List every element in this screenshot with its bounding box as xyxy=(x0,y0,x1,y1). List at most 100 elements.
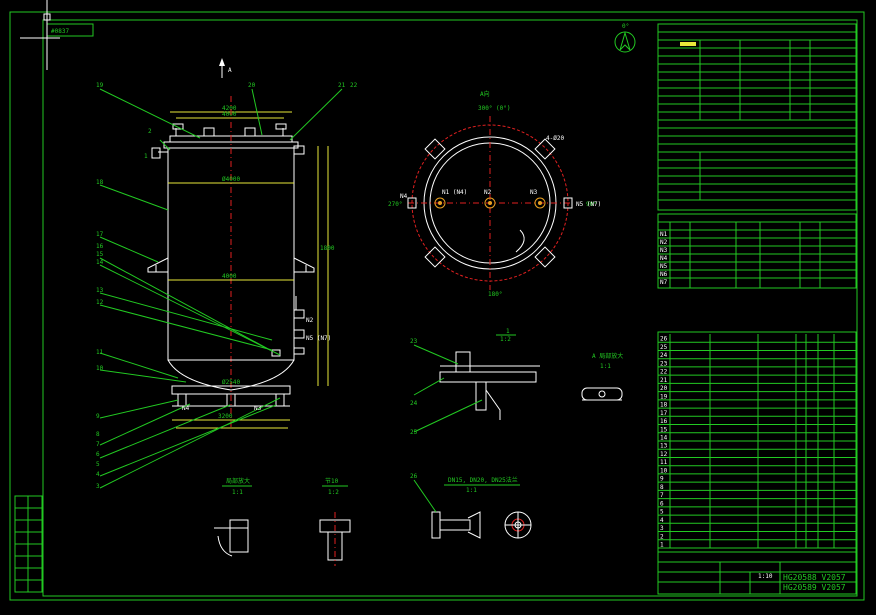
callout-21: 21 xyxy=(338,82,346,89)
parts-row-id: 18 xyxy=(660,402,668,409)
plan-nozzles xyxy=(407,197,573,209)
plan-angle-right: 90° xyxy=(586,201,597,208)
detail-10: 节10 1:2 xyxy=(319,477,351,566)
north-arrow-icon: 0° xyxy=(614,23,636,53)
callout-23: 23 xyxy=(410,338,418,345)
title-scale: 1:10 xyxy=(758,573,773,580)
parts-row-id: 11 xyxy=(660,459,668,466)
sheet-inner-border xyxy=(42,19,858,597)
parts-row-id: 25 xyxy=(660,344,668,351)
plan-nozzle-n3: N3 xyxy=(530,189,538,196)
callout-6: 6 xyxy=(96,451,100,458)
dim-shell-width: 4000 xyxy=(222,273,237,280)
dim-bottom: Ø2540 xyxy=(222,379,240,386)
callout-1: 1 xyxy=(144,153,148,160)
plan-dim-label: 4-Ø20 xyxy=(546,135,564,142)
parts-row-id: 20 xyxy=(660,385,668,392)
detail-flange-scale: 1:1 xyxy=(466,487,477,494)
nozzle-label-n5: N5 (N7) xyxy=(306,335,331,342)
nozzle-label-n3: N3 xyxy=(254,405,262,412)
parts-row-id: 1 xyxy=(660,542,664,549)
plan-nozzle-n1: N1 (N4) xyxy=(442,189,467,196)
callout-4: 4 xyxy=(96,471,100,478)
dim-inner-top: Ø4000 xyxy=(222,176,240,183)
parts-row-id: 26 xyxy=(660,336,668,343)
parts-row-id: 13 xyxy=(660,443,668,450)
parts-row-id: 14 xyxy=(660,435,668,442)
plan-angle-top: 300° (0°) xyxy=(478,105,511,112)
parts-row-id: 22 xyxy=(660,369,668,376)
detail-left: 局部放大 1:1 xyxy=(214,477,252,557)
callout-15: 15 xyxy=(96,251,104,258)
plan-nozzle-n4: N4 xyxy=(400,193,408,200)
stamp-text: #0837 xyxy=(51,28,69,35)
detail-a-title: A 局部放大 xyxy=(592,352,623,360)
sheet-outer-border xyxy=(9,11,865,601)
nozzle-row-n1: N1 xyxy=(660,231,668,238)
callout-24: 24 xyxy=(410,400,418,407)
detail-flange: DN15, DN20, DN25法兰 1:1 26 xyxy=(410,473,532,539)
nozzle-row-n5: N5 xyxy=(660,263,668,270)
parts-row-id: 2 xyxy=(660,533,664,540)
callout-22: 22 xyxy=(350,82,358,89)
callout-7: 7 xyxy=(96,441,100,448)
callout-26: 26 xyxy=(410,473,418,480)
nozzle-row-n7: N7 xyxy=(660,279,668,286)
plan-view-a: A向 300° (0°) 180° 270° 90° N1 (N4) N2 xyxy=(388,90,601,298)
design-data-table xyxy=(657,23,857,211)
callout-25: 25 xyxy=(410,429,418,436)
dim-top-width: 4200 xyxy=(222,105,237,112)
plan-title: A向 xyxy=(480,90,490,98)
callout-18: 18 xyxy=(96,179,104,186)
svg-text:0°: 0° xyxy=(622,23,629,30)
callout-20: 20 xyxy=(248,82,256,89)
callout-19: 19 xyxy=(96,82,104,89)
detail-a-scale: 1:1 xyxy=(600,363,611,370)
parts-row-id: 10 xyxy=(660,467,668,474)
parts-row-id: 23 xyxy=(660,360,668,367)
callout-12: 12 xyxy=(96,299,104,306)
plan-nozzle-n2: N2 xyxy=(484,189,492,196)
callout-13: 13 xyxy=(96,287,104,294)
drawing-number-2: HG20589 V2057 xyxy=(783,583,846,592)
detail-1-label: 1 xyxy=(506,328,510,335)
parts-row-id: 12 xyxy=(660,451,668,458)
detail-a: A 局部放大 1:1 xyxy=(581,352,623,401)
parts-row-id: 17 xyxy=(660,410,668,417)
revision-lines xyxy=(15,496,42,592)
nozzle-row-n4: N4 xyxy=(660,255,668,262)
plan-nozzle-n5: N5 (N7) xyxy=(576,201,601,208)
title-block: 1:10 HG20588 V2057 HG20589 V2057 xyxy=(657,551,857,595)
elevation-callouts: 19 20 21 22 18 17 16 15 14 13 12 11 10 9… xyxy=(96,82,358,490)
parts-row-id: 16 xyxy=(660,418,668,425)
callout-14: 14 xyxy=(96,259,104,266)
parts-row-id: 24 xyxy=(660,352,668,359)
nozzle-row-n2: N2 xyxy=(660,239,668,246)
callout-3: 3 xyxy=(96,483,100,490)
detail-left-title: 局部放大 xyxy=(226,477,250,485)
parts-row-id: 15 xyxy=(660,426,668,433)
parts-row-id: 3 xyxy=(660,525,664,532)
nozzle-row-n6: N6 xyxy=(660,271,668,278)
dim-inner-width: 4000 xyxy=(222,111,237,118)
detail-10-label: 节10 xyxy=(325,477,339,485)
nozzle-row-n3: N3 xyxy=(660,247,668,254)
parts-row-id: 5 xyxy=(660,509,664,516)
detail-1: 1 1:2 23 24 25 xyxy=(410,328,540,436)
nozzle-label-n4: N4 xyxy=(182,405,190,412)
spec-highlight xyxy=(680,42,696,46)
nozzle-table-ids: N1 N2 N3 N4 N5 N6 N7 xyxy=(660,231,668,286)
drawing-number: HG20588 V2057 xyxy=(783,573,846,582)
detail-left-scale: 1:1 xyxy=(232,489,243,496)
callout-10: 10 xyxy=(96,365,104,372)
callout-2: 2 xyxy=(148,128,152,135)
detail-flange-title: DN15, DN20, DN25法兰 xyxy=(448,476,518,484)
detail-1-scale: 1:2 xyxy=(500,336,511,343)
callout-9: 9 xyxy=(96,413,100,420)
cursor-crosshair xyxy=(43,13,51,21)
detail-10-scale: 1:2 xyxy=(328,489,339,496)
callout-11: 11 xyxy=(96,349,104,356)
dim-base-width: 3200 xyxy=(218,413,233,420)
